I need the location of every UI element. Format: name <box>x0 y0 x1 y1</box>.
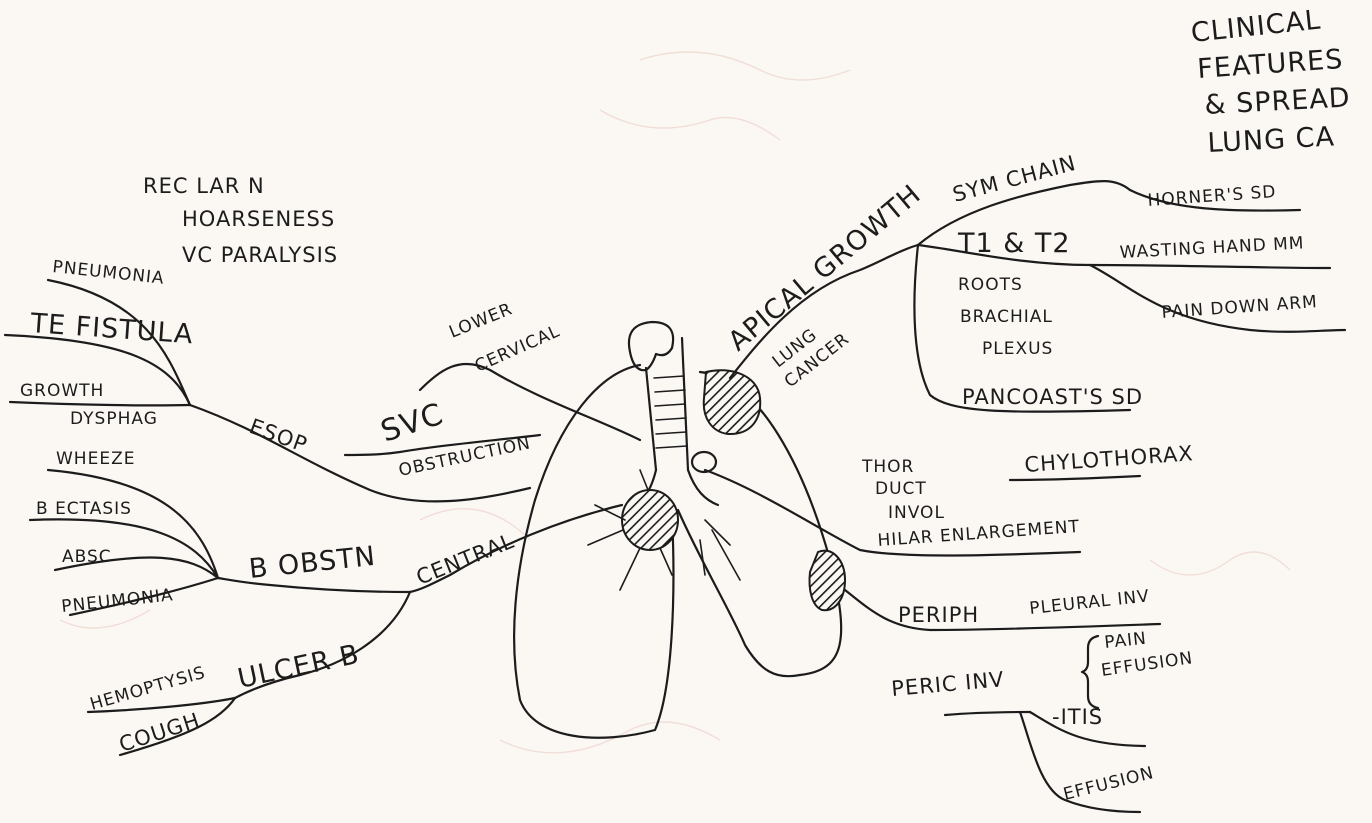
label-pain: PAIN <box>1103 629 1147 653</box>
title-line-3: & SPREAD <box>1204 82 1352 121</box>
label-roots: ROOTS <box>958 275 1023 295</box>
larynx-outline <box>629 322 673 370</box>
label-svc: SVC <box>377 397 448 450</box>
label-haemoptysis: HEMOPTYSIS <box>88 663 208 715</box>
apical-tumour <box>704 370 760 434</box>
label-duct: DUCT <box>875 479 927 499</box>
label-effusion: EFFUSION <box>1061 763 1156 805</box>
label-peric-inv: PERIC INV <box>890 667 1005 701</box>
label-lower: LOWER <box>446 299 515 342</box>
label-hoarseness: HOARSENESS <box>182 207 335 231</box>
label-brachial: BRACHIAL <box>960 307 1053 327</box>
branch-lines <box>5 181 1345 812</box>
label-dysphag: DYSPHAG <box>70 409 158 429</box>
branch-wasting <box>1090 265 1330 268</box>
left-lung-outline <box>678 372 841 676</box>
hilar-ring <box>692 452 716 472</box>
branch-growth-dysphag <box>10 402 190 405</box>
label-bronchiectasis: B ECTASIS <box>36 499 132 519</box>
label-absc: ABSC <box>62 547 112 567</box>
label-t1-t2: T1 & T2 <box>957 228 1071 259</box>
label-wheeze: WHEEZE <box>56 449 135 469</box>
label-pleural-inv: PLEURAL INV <box>1028 586 1150 619</box>
label-esop: ESOP <box>246 414 310 457</box>
label-b-obstn: B OBSTN <box>247 541 377 585</box>
label-periph: PERIPH <box>898 603 979 627</box>
branch-peric <box>945 712 1030 715</box>
title-line-4: LUNG CA <box>1207 121 1336 159</box>
label-rec-lar-n: REC LAR N <box>143 174 265 198</box>
label-plexus: PLEXUS <box>982 339 1053 359</box>
label-chylothorax: CHYLOTHORAX <box>1024 441 1195 477</box>
central-tumour <box>622 490 678 550</box>
label-central: CENTRAL <box>413 529 518 590</box>
label-ulcer-b: ULCER B <box>235 639 362 695</box>
label-pneumonia-bottom: PNEUMONIA <box>60 585 174 617</box>
title-line-2: FEATURES <box>1196 44 1344 85</box>
trachea-left-wall <box>646 368 656 470</box>
title-line-1: CLINICAL <box>1189 5 1322 49</box>
label-thor: THOR <box>861 457 914 477</box>
label-pain-effusion: EFFUSION <box>1100 648 1195 681</box>
label-invol: INVOL <box>888 503 945 523</box>
right-lung-outline <box>514 365 673 738</box>
label-cough: COUGH <box>116 708 203 757</box>
label-growth: GROWTH <box>20 381 104 401</box>
trachea-rings <box>654 376 687 448</box>
label-obstruction: OBSTRUCTION <box>397 433 533 481</box>
branch-b-obstn <box>218 578 410 592</box>
label-vc-paralysis: VC PARALYSIS <box>182 243 338 267</box>
label-pain-down-arm: PAIN DOWN ARM <box>1161 292 1318 323</box>
brace-pleural <box>1082 636 1098 708</box>
label-wasting-hand-mm: WASTING HAND MM <box>1119 233 1305 263</box>
branch-lower-cervical <box>420 364 640 440</box>
bronchus-right <box>688 470 718 505</box>
label-te-fistula: TE FISTULA <box>29 308 195 350</box>
label-horners-sd: HORNER'S SD <box>1147 182 1277 211</box>
label-apical-growth: APICAL GROWTH <box>723 179 928 358</box>
label-pancoasts-sd: PANCOAST'S SD <box>962 385 1143 409</box>
label-itis: -ITIS <box>1052 705 1103 729</box>
peripheral-tumour <box>810 551 846 611</box>
